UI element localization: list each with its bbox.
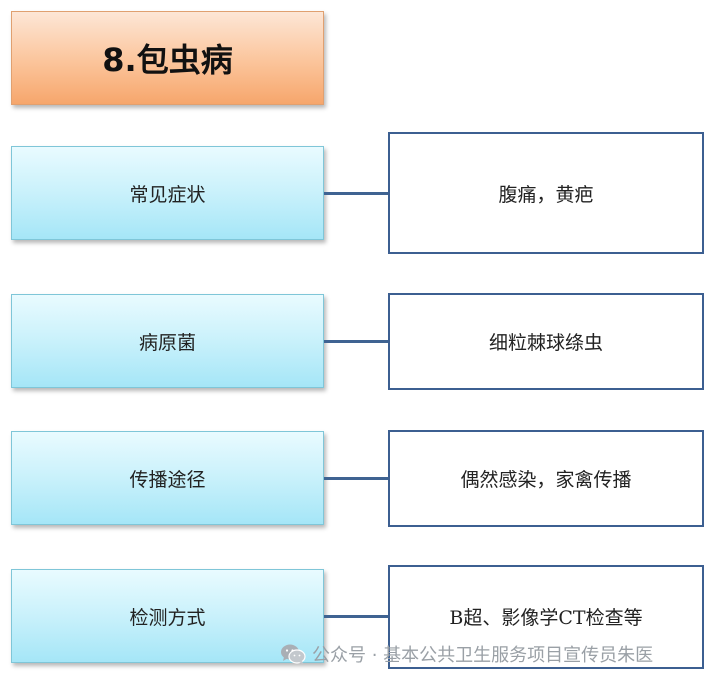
transmission-box: 传播途径 <box>11 431 324 525</box>
pathogen-value: 细粒棘球绦虫 <box>488 332 603 354</box>
symptoms-label: 常见症状 <box>129 183 206 206</box>
wechat-icon <box>281 644 306 665</box>
detection-label: 检测方式 <box>129 606 206 629</box>
symptoms-value: 腹痛，黄疤 <box>498 183 594 206</box>
transmission-label: 传播途径 <box>129 468 206 491</box>
detection-value-box: B超、影像学CT检查等 <box>388 565 704 669</box>
transmission-connector <box>324 477 388 480</box>
diagram-title: 8.包虫病 <box>102 41 233 79</box>
symptoms-connector <box>324 192 388 195</box>
detection-value: B超、影像学CT检查等 <box>449 607 643 629</box>
detection-connector <box>324 615 388 618</box>
pathogen-box: 病原菌 <box>11 294 324 388</box>
transmission-value: 偶然感染，家禽传播 <box>460 469 632 491</box>
symptoms-value-box: 腹痛，黄疤 <box>388 132 704 254</box>
title-box: 8.包虫病 <box>11 11 324 105</box>
transmission-value-box: 偶然感染，家禽传播 <box>388 430 704 527</box>
pathogen-connector <box>324 340 388 343</box>
symptoms-box: 常见症状 <box>11 146 324 240</box>
pathogen-label: 病原菌 <box>138 331 196 354</box>
pathogen-value-box: 细粒棘球绦虫 <box>388 293 704 390</box>
watermark-text: 公众号 · 基本公共卫生服务项目宣传员朱医 <box>312 645 654 666</box>
watermark: 公众号 · 基本公共卫生服务项目宣传员朱医 <box>280 641 653 667</box>
detection-box: 检测方式 <box>11 569 324 663</box>
